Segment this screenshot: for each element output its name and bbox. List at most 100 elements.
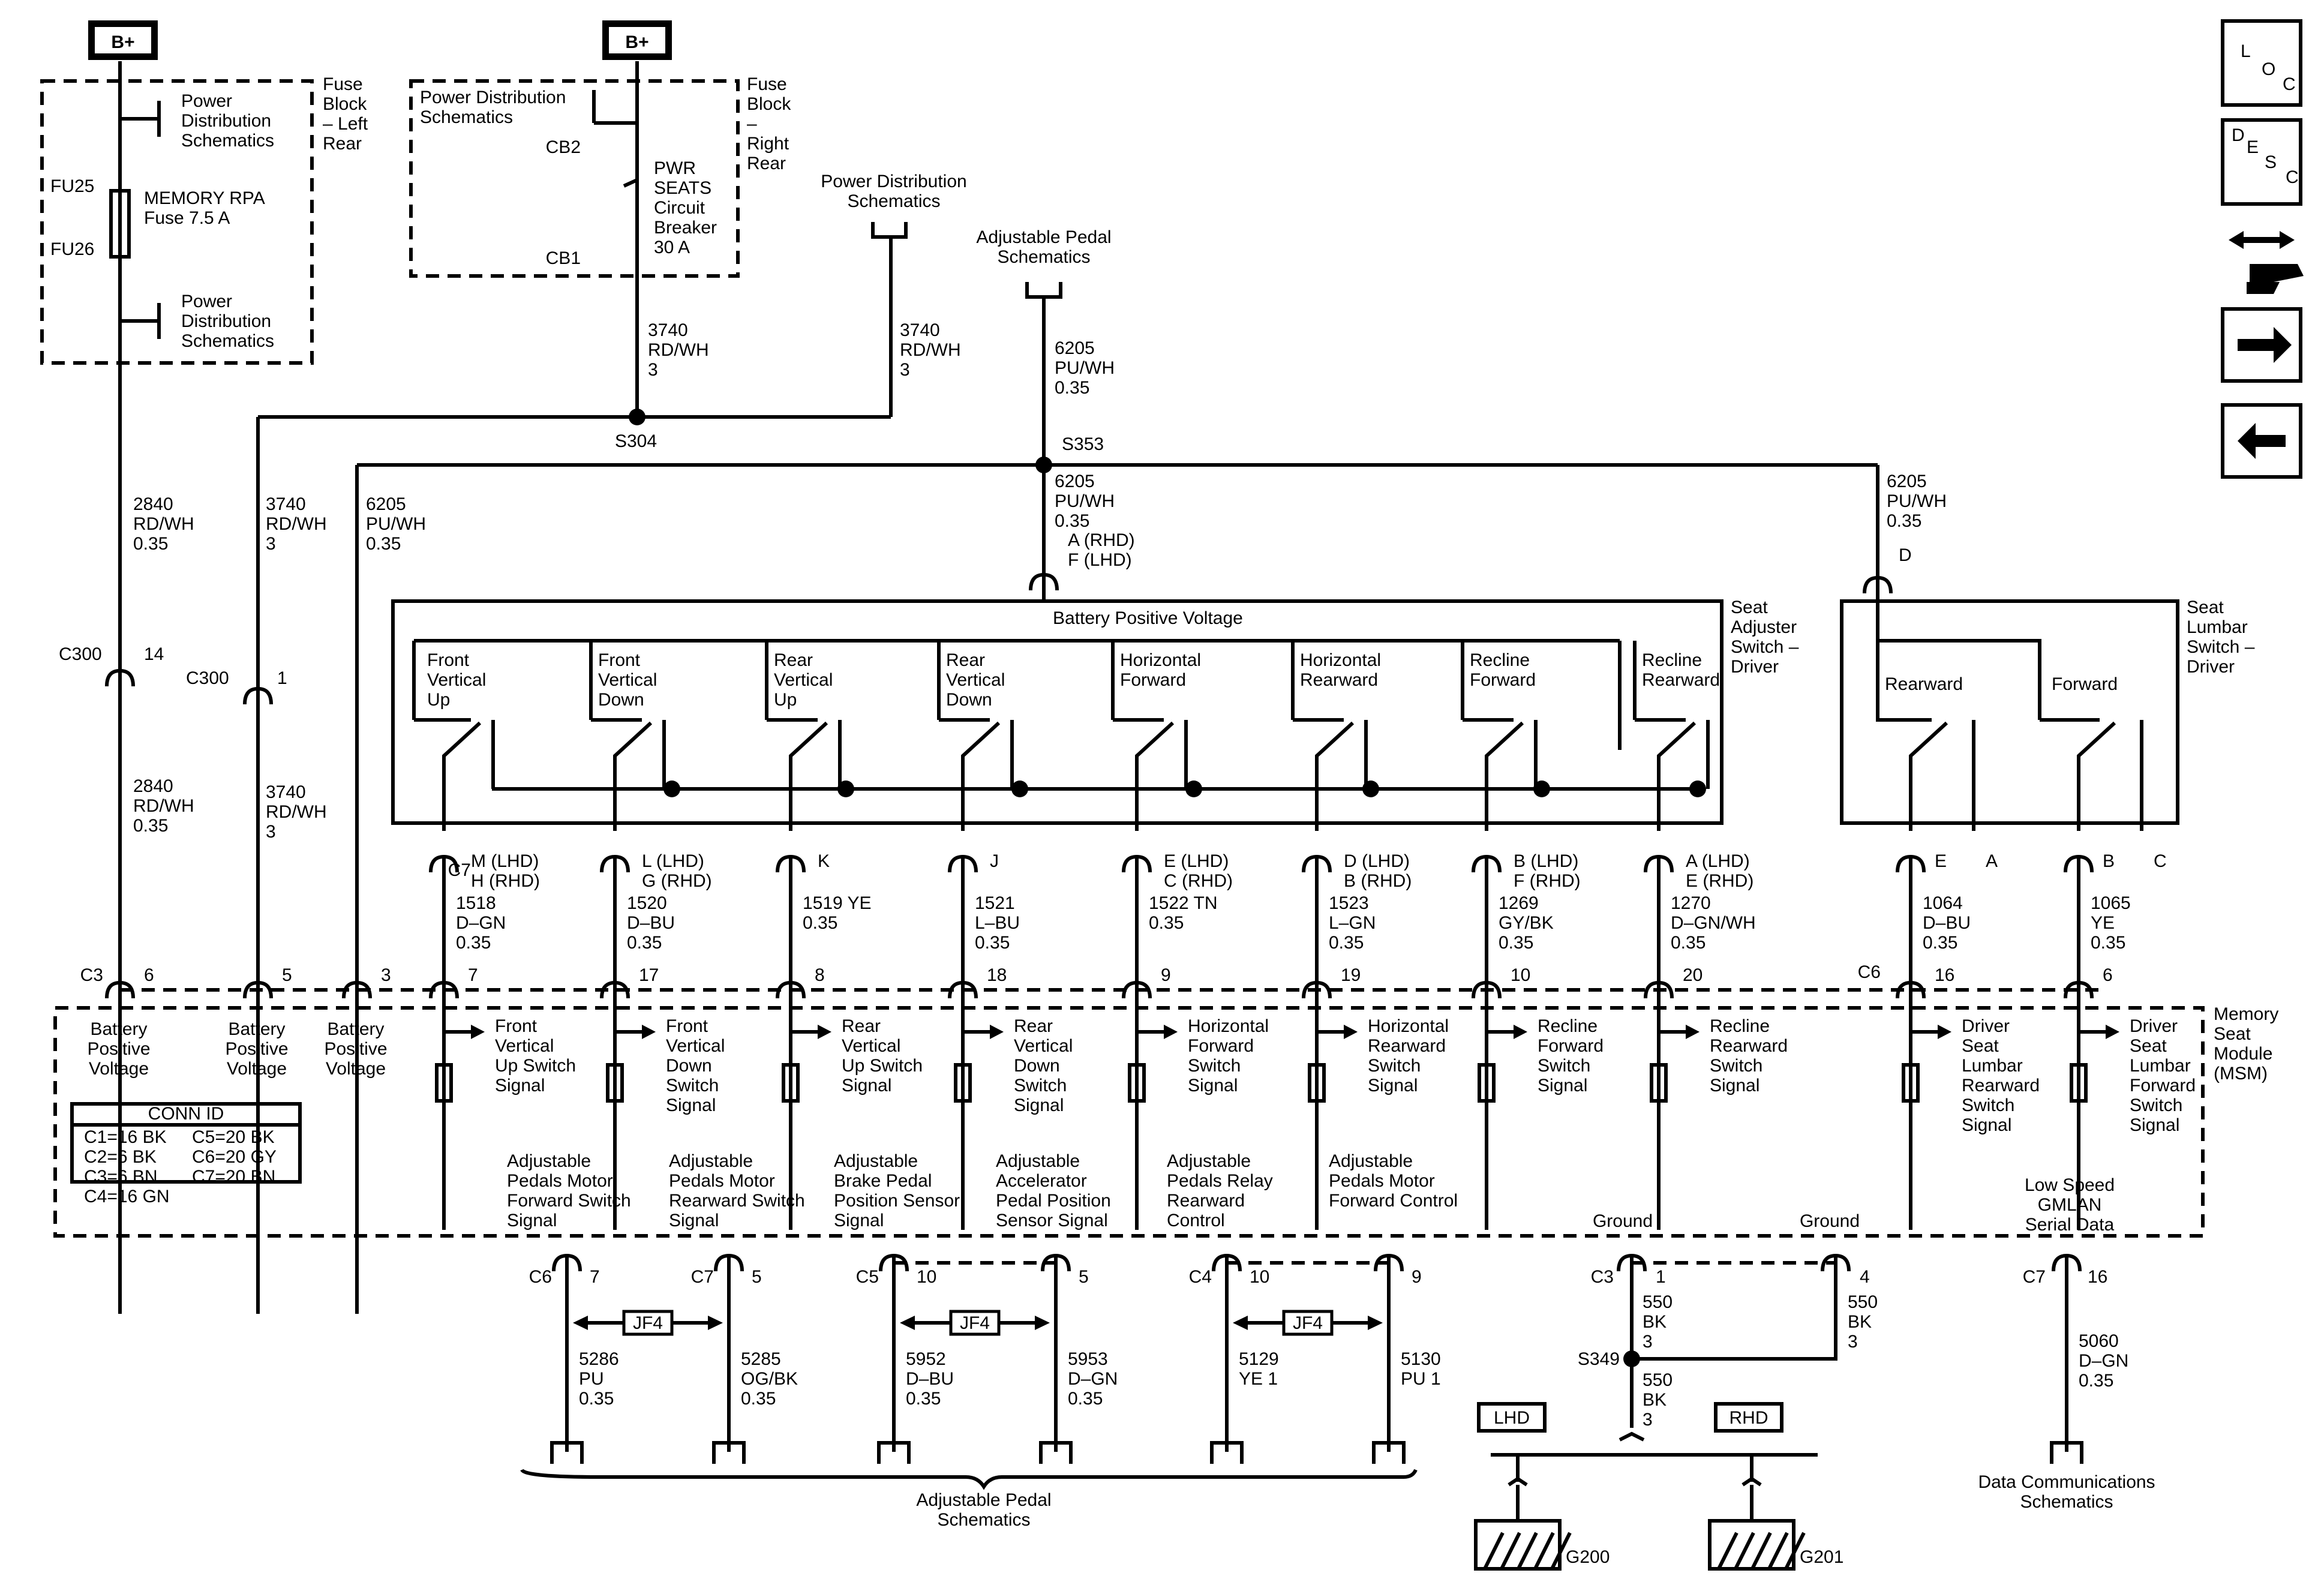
resistor xyxy=(1902,1063,1920,1103)
s353-label: S353 xyxy=(1062,434,1104,454)
back-button xyxy=(2221,403,2302,479)
g200-label: G200 xyxy=(1566,1547,1610,1567)
pin-label: 6 xyxy=(144,965,154,985)
arrow-head xyxy=(1035,1316,1050,1330)
resistor xyxy=(606,1063,624,1103)
pin-label: 17 xyxy=(639,965,659,985)
jf4-box xyxy=(1282,1310,1334,1336)
b-plus-inner xyxy=(605,23,669,57)
svg-text:O: O xyxy=(2262,59,2275,79)
connector-view-icon[interactable] xyxy=(2229,231,2304,294)
resistor xyxy=(1308,1063,1326,1103)
left-arrow-icon[interactable] xyxy=(2238,423,2286,459)
resistor xyxy=(782,1063,800,1103)
conn-id-box xyxy=(70,1102,302,1184)
b-plus-box xyxy=(88,20,158,60)
c300-label: C300 xyxy=(59,644,102,664)
arrow-head xyxy=(1368,1316,1383,1330)
pin-label: D xyxy=(1899,545,1912,565)
pin-label: 5 xyxy=(752,1267,762,1287)
pin-label: 1 xyxy=(1656,1267,1666,1287)
ground-hatch xyxy=(1483,1532,1505,1570)
resistor xyxy=(435,1063,453,1103)
resistor xyxy=(1128,1063,1146,1103)
conn-id-entry: C6=20 GY xyxy=(192,1147,277,1167)
conn-id-entry: C3=6 BN xyxy=(84,1167,158,1187)
ground-hatch xyxy=(1550,1532,1572,1570)
cb1-label: CB1 xyxy=(546,248,581,268)
resistor xyxy=(2070,1063,2088,1103)
pedal-bracket xyxy=(550,1441,584,1464)
arrow-head xyxy=(708,1316,723,1330)
pin-label: 9 xyxy=(1412,1267,1422,1287)
jf4-label: JF4 xyxy=(960,1313,990,1333)
fu26-label: FU26 xyxy=(50,239,94,259)
splice-s349 xyxy=(1623,1350,1640,1367)
pedal-bracket xyxy=(1039,1441,1073,1464)
pin-label: A xyxy=(1986,851,1998,871)
b-plus-box xyxy=(602,20,672,60)
c7-label: C7 xyxy=(448,860,471,880)
ground-hatch xyxy=(1750,1532,1772,1570)
svg-text:D: D xyxy=(2232,125,2245,145)
pin-label: 18 xyxy=(987,965,1007,985)
b-plus-label: B+ xyxy=(625,32,648,52)
pin-label: 3 xyxy=(381,965,391,985)
ground-squiggle xyxy=(1619,1431,1645,1442)
arrow-head xyxy=(1514,1025,1527,1039)
junction xyxy=(837,781,854,797)
jf4-label: JF4 xyxy=(633,1313,663,1333)
arrow-head xyxy=(2106,1025,2119,1039)
pin-label: B xyxy=(2103,851,2115,871)
s304-label: S304 xyxy=(615,431,657,451)
breaker-arm xyxy=(623,143,639,188)
ground-symbol xyxy=(1708,1519,1795,1571)
seat-adjuster-switch-box xyxy=(391,599,1724,825)
pin-label: D (LHD)B (RHD) xyxy=(1344,851,1412,891)
junction xyxy=(1185,781,1202,797)
lumbar-switch-label: Rearward xyxy=(1885,674,1963,694)
pin-label: 4 xyxy=(1860,1267,1870,1287)
right-arrow-icon[interactable] xyxy=(2238,327,2292,363)
ground-hatch xyxy=(1784,1532,1806,1570)
pin-label: 9 xyxy=(1161,965,1171,985)
ground-hatch xyxy=(1500,1532,1521,1570)
pin-label: 10 xyxy=(1250,1267,1269,1287)
pin-label: K xyxy=(818,851,830,871)
arrow-head xyxy=(990,1025,1004,1039)
gmlan-bracket xyxy=(2050,1441,2083,1464)
pin-label: L (LHD)G (RHD) xyxy=(642,851,712,891)
pin-label: 16 xyxy=(1935,965,1954,985)
pin-label: 8 xyxy=(815,965,825,985)
loc-icon[interactable]: LOC xyxy=(2241,41,2296,94)
junction xyxy=(1533,781,1550,797)
switch-blade xyxy=(2077,721,2116,831)
b-plus-inner xyxy=(91,23,155,57)
junction xyxy=(1011,781,1028,797)
conn-label: C7 xyxy=(691,1267,714,1287)
arrow-head xyxy=(1233,1316,1248,1330)
